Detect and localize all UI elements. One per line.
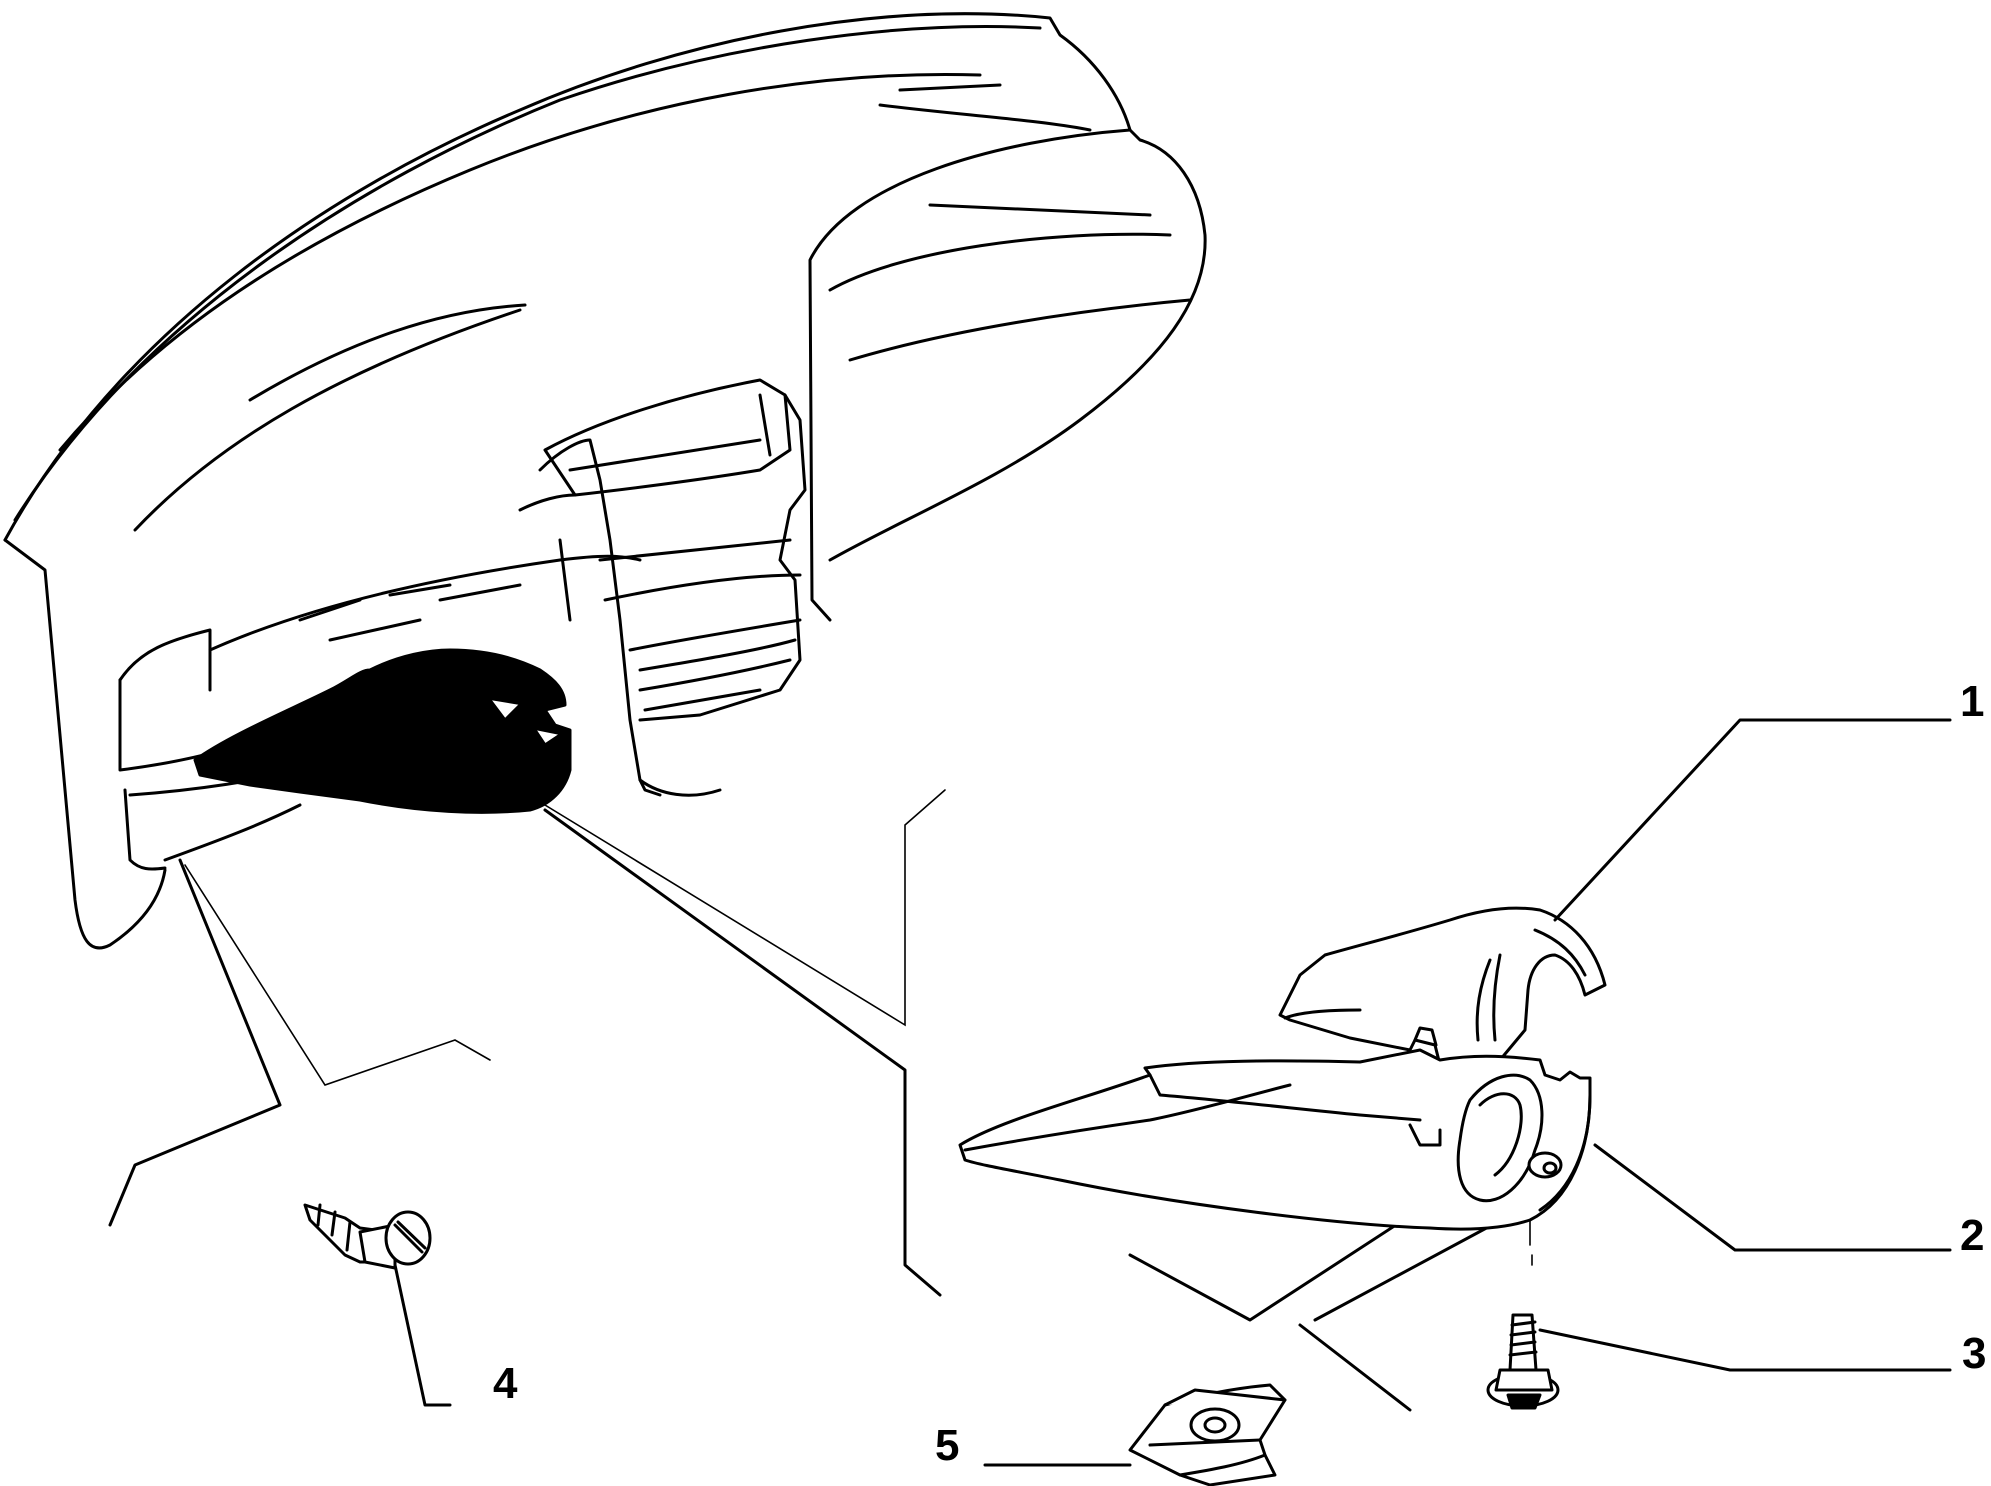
dashboard	[3, 12, 1207, 950]
callout-leaders	[393, 718, 1952, 1467]
leader-4	[393, 1263, 452, 1407]
callout-5: 5	[935, 1421, 959, 1470]
lower-shroud	[958, 1048, 1592, 1231]
leader-2	[1593, 1143, 1952, 1252]
leader-3	[1538, 1328, 1952, 1372]
wood-screw	[303, 1203, 432, 1270]
callout-3: 3	[1962, 1329, 1986, 1378]
installed-shroud	[193, 648, 572, 814]
callout-1: 1	[1960, 677, 1984, 726]
callout-labels: 1 2 3 4 5	[493, 677, 1986, 1470]
upper-shroud	[1278, 906, 1607, 1067]
callout-4: 4	[493, 1359, 518, 1408]
callout-2: 2	[1960, 1211, 1984, 1260]
clip-nut	[1128, 1383, 1287, 1486]
explode-lines	[108, 789, 1533, 1412]
leader-1	[1553, 718, 1952, 922]
screw-bolt	[1486, 1313, 1560, 1410]
